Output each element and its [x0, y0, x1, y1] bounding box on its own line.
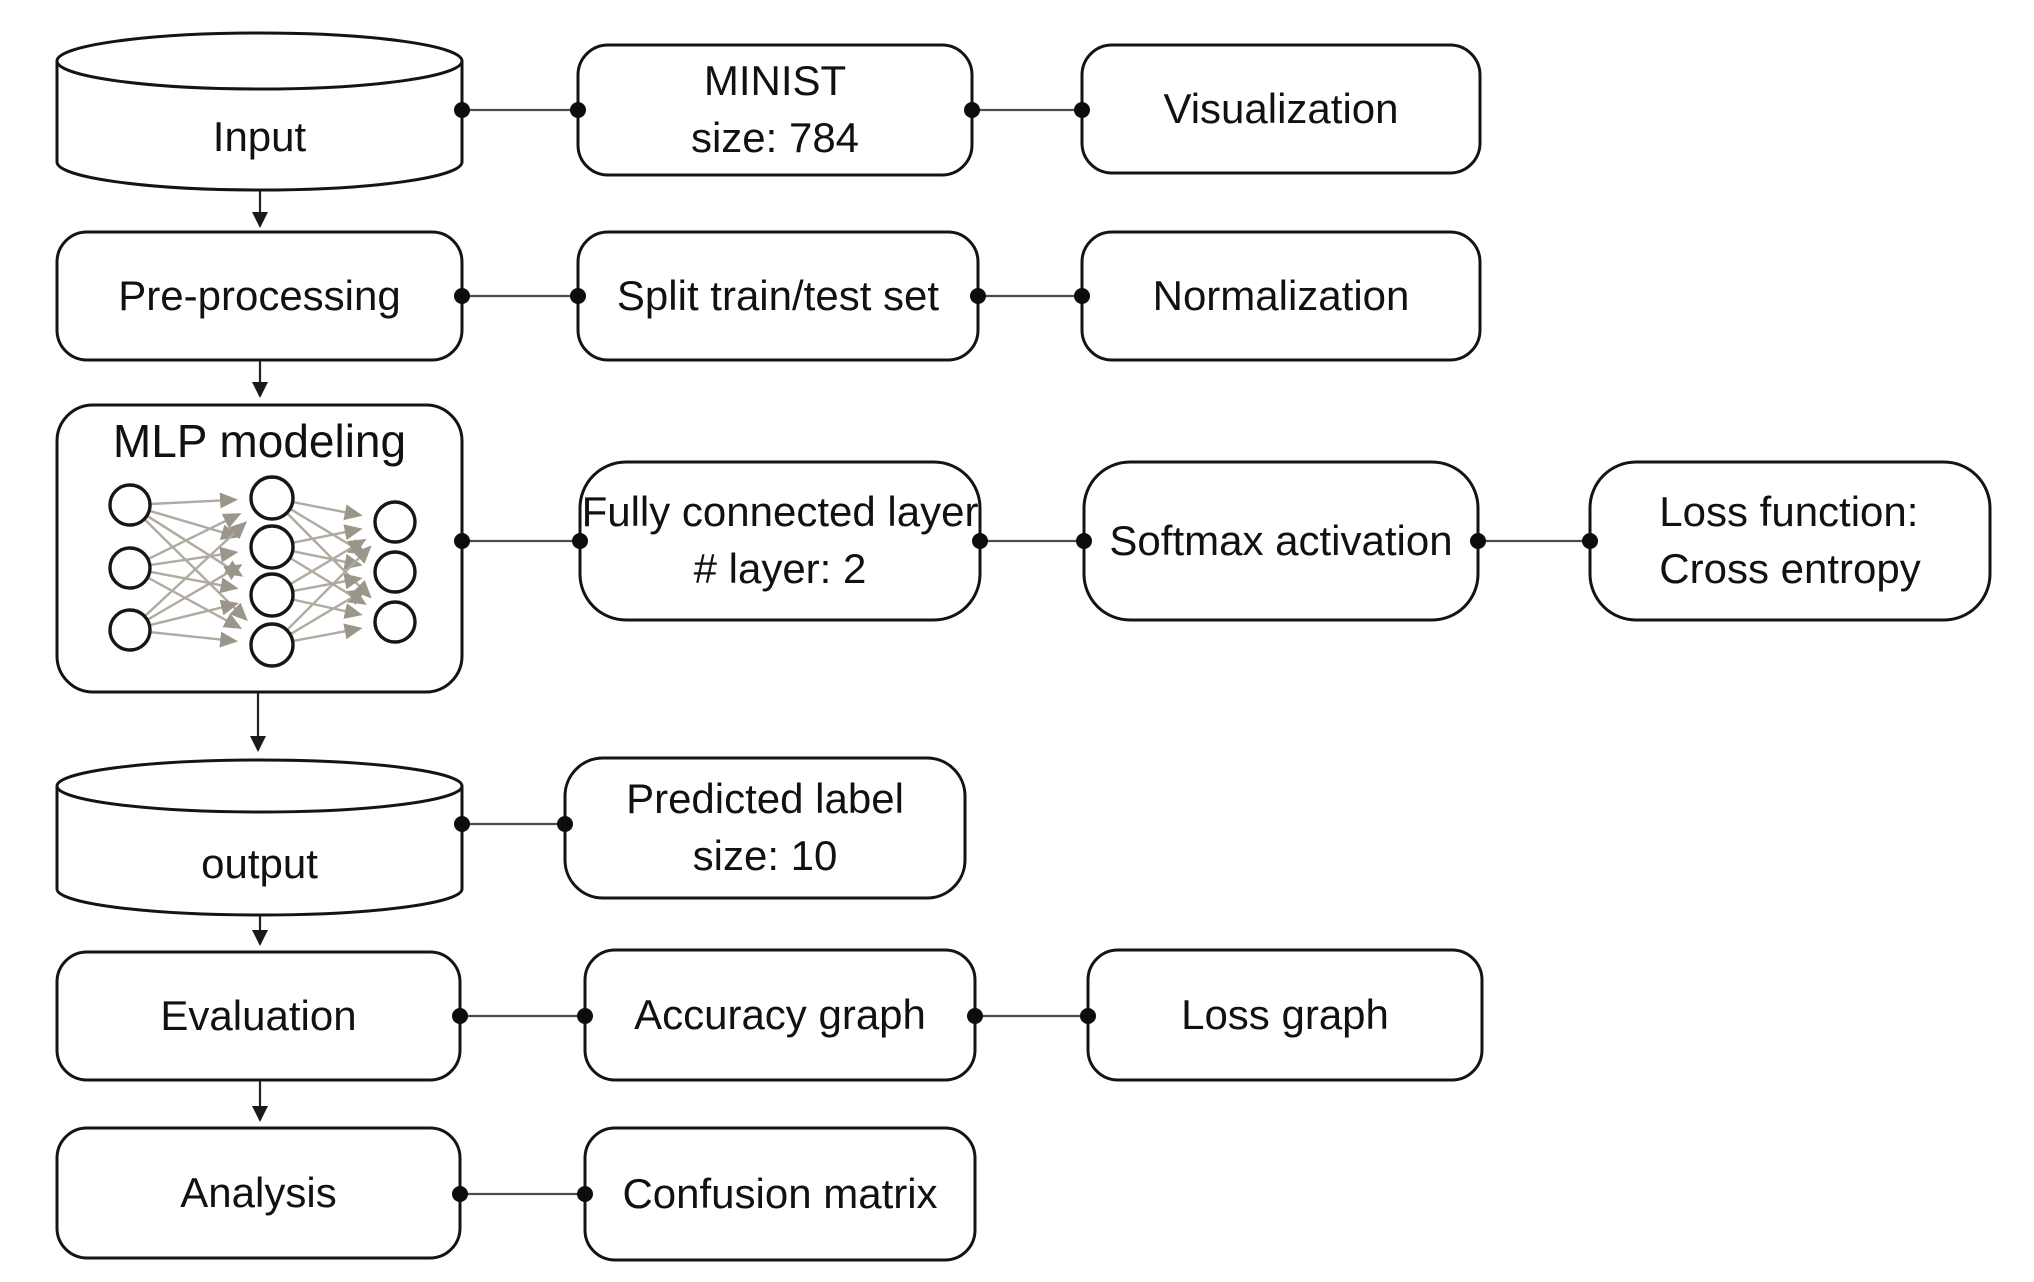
connector-dot [557, 816, 573, 832]
network-edge [149, 630, 239, 648]
network-edge [148, 509, 240, 540]
network-node [373, 600, 417, 644]
connector-dot [577, 1186, 593, 1202]
connector-dot [452, 1008, 468, 1024]
node-label-input: Input [212, 113, 307, 161]
network-edge [147, 576, 243, 629]
connector-dot [1074, 288, 1090, 304]
network-edge [147, 513, 242, 561]
node-label-evaluation: Evaluation [160, 991, 357, 1039]
node-label-predicted-label: Predicted label size: 10 [626, 775, 904, 879]
network-edge [292, 573, 363, 593]
connector-dot [964, 102, 980, 118]
connector-dot [454, 533, 470, 549]
connector-dot [967, 1008, 983, 1024]
network-edge [292, 550, 363, 570]
network-node [373, 500, 417, 544]
node-label-minist: MINIST size: 784 [690, 57, 860, 161]
network-edge [292, 500, 363, 521]
network-edge [289, 538, 367, 586]
network-node [108, 483, 152, 527]
node-label-loss-function: Loss function: Cross entropy [1659, 488, 1921, 592]
node-label-softmax: Softmax activation [1109, 516, 1453, 564]
connector-dot [1582, 533, 1598, 549]
node-label-analysis: Analysis [180, 1168, 337, 1216]
network-edge [146, 564, 243, 621]
network-node [249, 475, 295, 521]
network-node [108, 546, 152, 590]
node-label-accuracy-graph: Accuracy graph [634, 990, 926, 1038]
network-edge [292, 598, 363, 619]
network-edge [149, 546, 239, 567]
network-node [108, 608, 152, 652]
network-edge [285, 545, 372, 632]
node-label-visualization: Visualization [1163, 84, 1399, 132]
network-edge [143, 521, 248, 618]
connector-dot [454, 816, 470, 832]
node-label-fully-connected: Fully connected layer # layer: 2 [581, 488, 979, 592]
connector-dot [452, 1186, 468, 1202]
node-label-split-train-test: Split train/test set [616, 271, 940, 319]
network-edge [149, 599, 240, 627]
network-node [249, 622, 295, 668]
network-edge [292, 623, 363, 643]
connector-dot [570, 288, 586, 304]
connector-dot [454, 288, 470, 304]
output-cylinder-shape [55, 758, 464, 917]
node-label-loss-graph: Loss graph [1181, 990, 1389, 1038]
network-node [249, 572, 295, 618]
connector-dot [572, 533, 588, 549]
connector-dot [1470, 533, 1486, 549]
node-label-output: output [201, 839, 318, 887]
connector-dot [570, 102, 586, 118]
mlp-network-graphic [108, 475, 417, 668]
network-edge [149, 570, 239, 594]
network-edge [149, 492, 238, 509]
input-cylinder-shape [55, 31, 464, 192]
connector-dot [577, 1008, 593, 1024]
connector-dot [1074, 102, 1090, 118]
connector-dot [454, 102, 470, 118]
connector-dot [972, 533, 988, 549]
network-node [373, 550, 417, 594]
node-label-confusion-matrix: Confusion matrix [622, 1169, 938, 1217]
connector-dot [1080, 1008, 1096, 1024]
network-node [249, 524, 295, 570]
node-label-normalization: Normalization [1152, 271, 1410, 319]
connector-dot [970, 288, 986, 304]
network-edge [289, 588, 367, 636]
connector-dot [1076, 533, 1092, 549]
network-edge [292, 524, 363, 544]
node-label-preprocessing: Pre-processing [118, 271, 401, 319]
node-label-mlp-modeling: MLP modeling [112, 414, 407, 467]
